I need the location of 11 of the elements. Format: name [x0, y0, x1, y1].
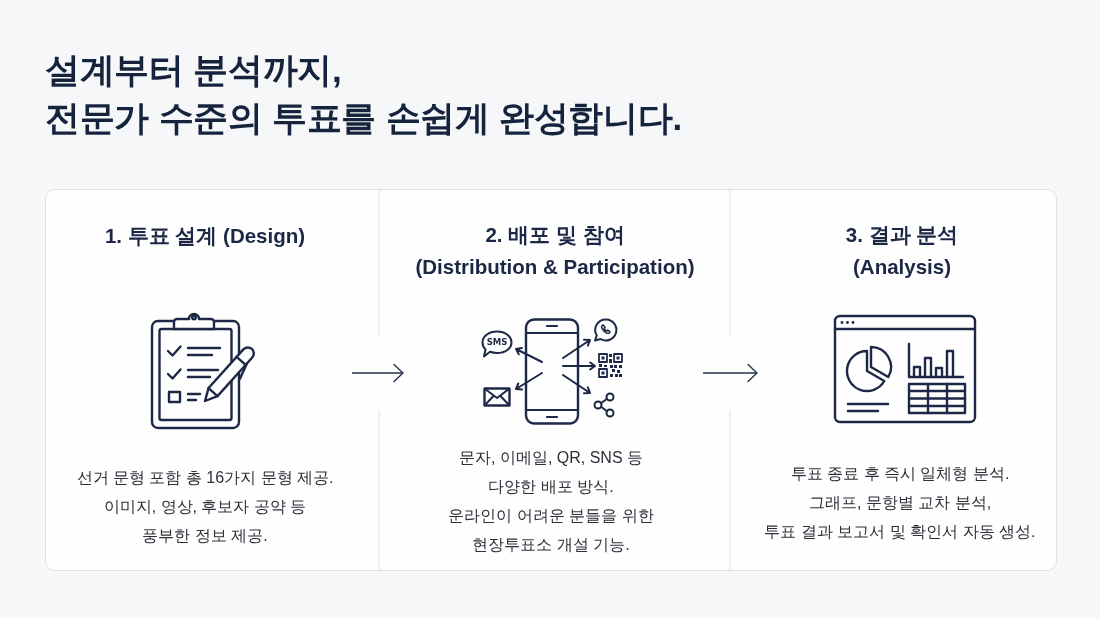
page-title: 설계부터 분석까지, 전문가 수준의 투표를 손쉽게 완성합니다. — [45, 49, 683, 139]
arrow — [702, 363, 758, 383]
step-description: 문자, 이메일, QR, SNS 등 다양한 배포 방식. 운라인이 어려운 분들을 위한 현장투표소 개설 기능. — [448, 448, 654, 555]
speech-bubble: SMS — [481, 330, 513, 358]
card-panel — [45, 189, 1057, 571]
arrow — [351, 363, 404, 383]
step-heading: 1. 투표 설계 (Design) — [104, 223, 306, 249]
step-heading: 3. 결과 분석 (Analysis) — [845, 222, 959, 280]
step-description: 투표 종료 후 즉시 일체형 분석. 그래프, 문항별 교차 분석, 투표 결과 보고서 및 확인서 자동 생성. — [764, 464, 1036, 542]
step-heading: 2. 배포 및 참여 (Distribution & Participation) — [415, 222, 695, 280]
step-description: 선거 문형 포함 총 16가지 문형 제공. 이미지, 영상, 후보자 공약 등 풍부한 정보 제공. — [76, 468, 334, 546]
